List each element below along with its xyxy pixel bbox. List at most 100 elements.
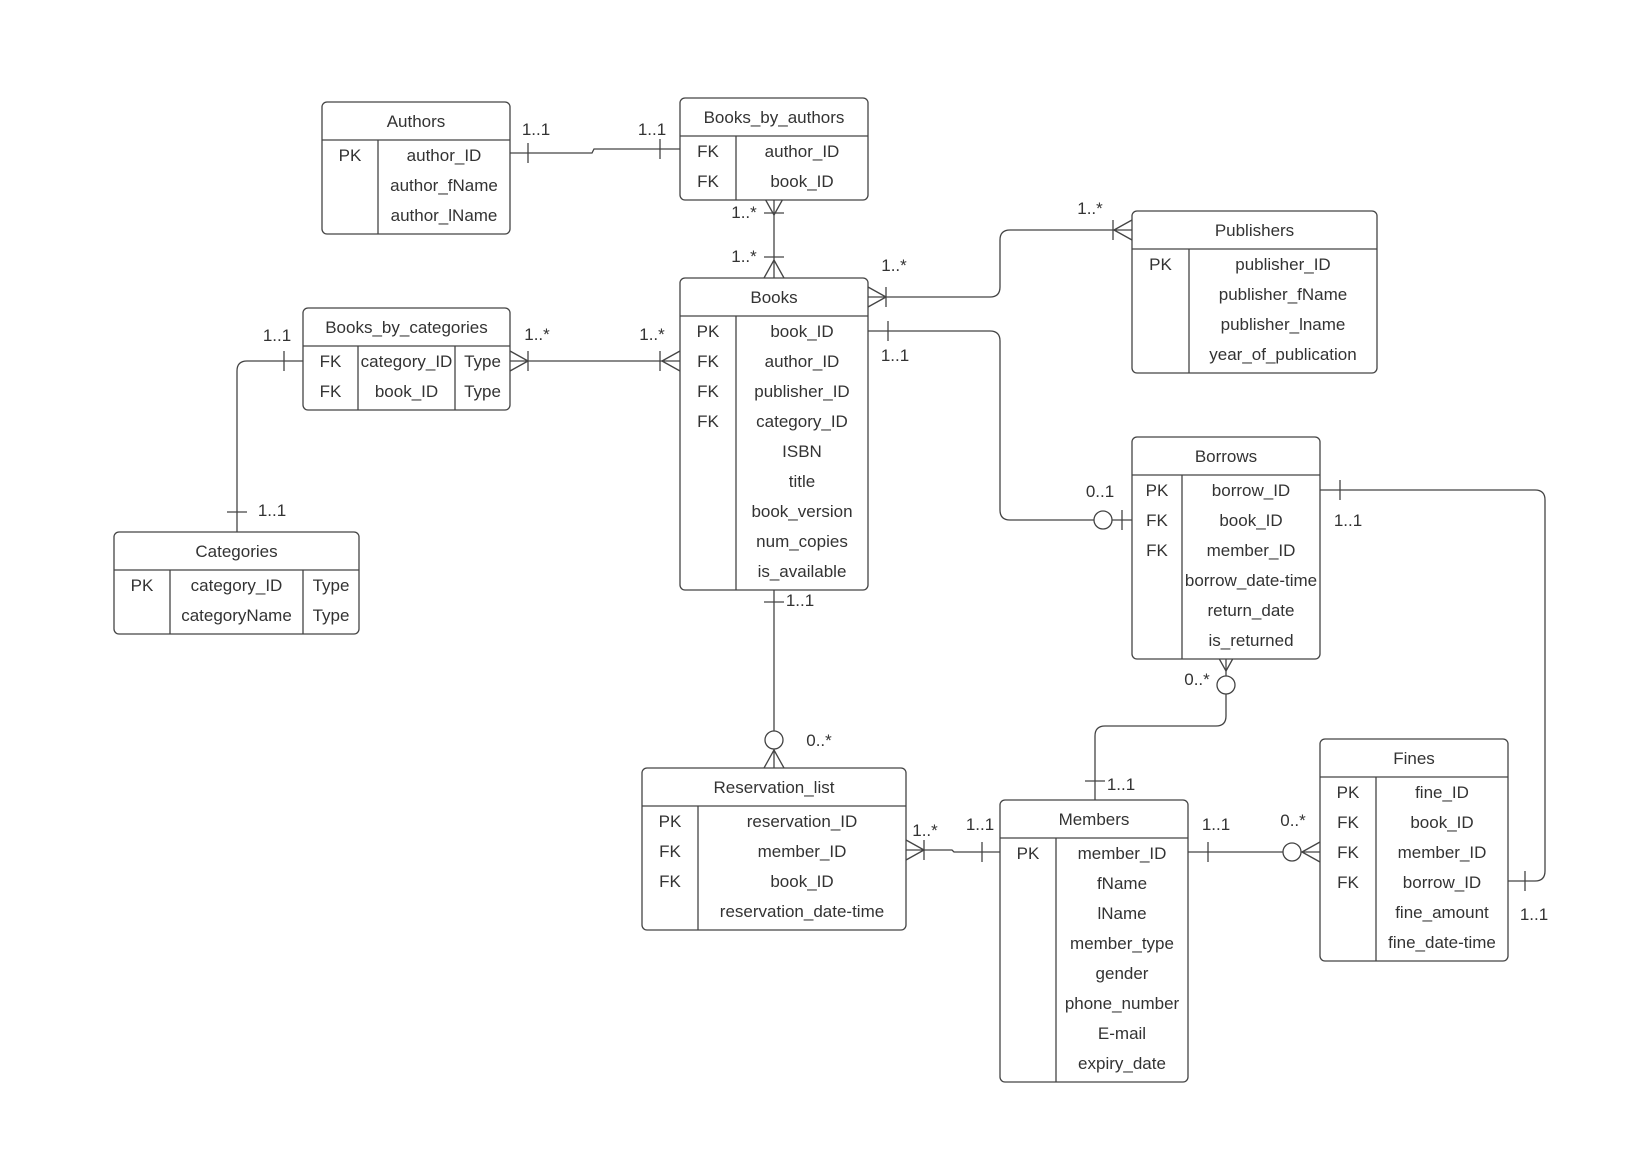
key-marker: FK [1337, 843, 1359, 862]
key-marker: FK [1146, 541, 1168, 560]
entity-box [302, 307, 511, 411]
attribute-name: reservation_ID [747, 812, 858, 831]
key-marker: FK [659, 842, 681, 861]
key-marker: PK [1146, 481, 1169, 500]
attribute-name: author_ID [407, 146, 482, 165]
cardinality-bbc-books-a: 1..* [524, 325, 550, 344]
attribute-name: author_lName [391, 206, 498, 225]
link-borrows-members [1094, 653, 1227, 800]
entity-title: Reservation_list [714, 778, 835, 797]
entity-box [679, 277, 869, 591]
attribute-name: member_type [1070, 934, 1174, 953]
key-marker: PK [131, 576, 154, 595]
attribute-name: lName [1097, 904, 1146, 923]
attribute-name: book_ID [770, 172, 833, 191]
zero-circle-marker [1216, 675, 1236, 695]
attribute-name: author_ID [765, 352, 840, 371]
entity-title: Books_by_authors [704, 108, 845, 127]
attribute-name: categoryName [181, 606, 292, 625]
cardinality-borrows-fines-b: 1..1 [1520, 905, 1548, 924]
key-marker: FK [697, 382, 719, 401]
entity-title: Categories [195, 542, 277, 561]
cardinality-books-pub-a: 1..* [881, 256, 907, 275]
cardinality-borrows-fines-a: 1..1 [1334, 511, 1362, 530]
link-books-by-categories-categories [236, 360, 303, 532]
attribute-name: borrow_ID [1403, 873, 1481, 892]
zero-circle-marker [1093, 510, 1113, 530]
key-marker: PK [1149, 255, 1172, 274]
crow-foot-marker [867, 286, 887, 308]
attribute-name: member_ID [1398, 843, 1487, 862]
attribute-name: member_ID [1078, 844, 1167, 863]
crow-foot-marker [661, 350, 681, 372]
crow-foot-marker [763, 259, 785, 279]
entity-title: Members [1059, 810, 1130, 829]
cardinality-authors-bba-b: 1..1 [638, 120, 666, 139]
link-books-publishers [868, 229, 1132, 298]
entity-box [1131, 436, 1321, 660]
entity-box [999, 799, 1189, 1083]
attribute-name: book_version [751, 502, 852, 521]
key-marker: FK [659, 872, 681, 891]
key-marker: FK [697, 142, 719, 161]
attribute-name: fName [1097, 874, 1147, 893]
attribute-name: category_ID [756, 412, 848, 431]
entity-title: Books_by_categories [325, 318, 488, 337]
entity-box [113, 531, 360, 635]
link-borrows-fines [1320, 489, 1546, 882]
key-marker: PK [1017, 844, 1040, 863]
attribute-name: is_available [758, 562, 847, 581]
attribute-type: Type [464, 352, 501, 371]
crow-foot-marker [1301, 841, 1321, 863]
zero-circle-marker [1282, 842, 1302, 862]
attribute-name: ISBN [782, 442, 822, 461]
link-reservation-list-members [906, 849, 1000, 853]
crow-foot-marker [509, 350, 529, 372]
attribute-name: book_ID [375, 382, 438, 401]
entity-box [321, 101, 511, 235]
key-marker: PK [339, 146, 362, 165]
key-marker: PK [697, 322, 720, 341]
cardinality-bbc-cat-b: 1..1 [258, 501, 286, 520]
cardinality-borrows-members-b: 1..1 [1107, 775, 1135, 794]
entity-title: Fines [1393, 749, 1435, 768]
cardinality-borrows-members-a: 0..* [1184, 670, 1210, 689]
cardinality-books-pub-b: 1..* [1077, 199, 1103, 218]
attribute-name: gender [1096, 964, 1149, 983]
attribute-name: title [789, 472, 815, 491]
attribute-name: member_ID [1207, 541, 1296, 560]
attribute-name: book_ID [1219, 511, 1282, 530]
attribute-name: phone_number [1065, 994, 1180, 1013]
entity-title: Books [750, 288, 797, 307]
key-marker: FK [697, 352, 719, 371]
cardinality-books-res-a: 1..1 [786, 591, 814, 610]
attribute-name: return_date [1208, 601, 1295, 620]
zero-circle-marker [764, 730, 784, 750]
entity-box [1319, 738, 1509, 962]
attribute-name: category_ID [361, 352, 453, 371]
entity-box [1131, 210, 1378, 374]
cardinality-books-borrows-b: 0..1 [1086, 482, 1114, 501]
cardinality-members-fines-a: 1..1 [1202, 815, 1230, 834]
attribute-name: publisher_fName [1219, 285, 1348, 304]
cardinality-bbc-cat-a: 1..1 [263, 326, 291, 345]
attribute-name: publisher_lname [1221, 315, 1346, 334]
attribute-name: expiry_date [1078, 1054, 1166, 1073]
attribute-name: borrow_date-time [1185, 571, 1317, 590]
key-marker: FK [697, 412, 719, 431]
cardinality-members-fines-b: 0..* [1280, 811, 1306, 830]
attribute-name: num_copies [756, 532, 848, 551]
